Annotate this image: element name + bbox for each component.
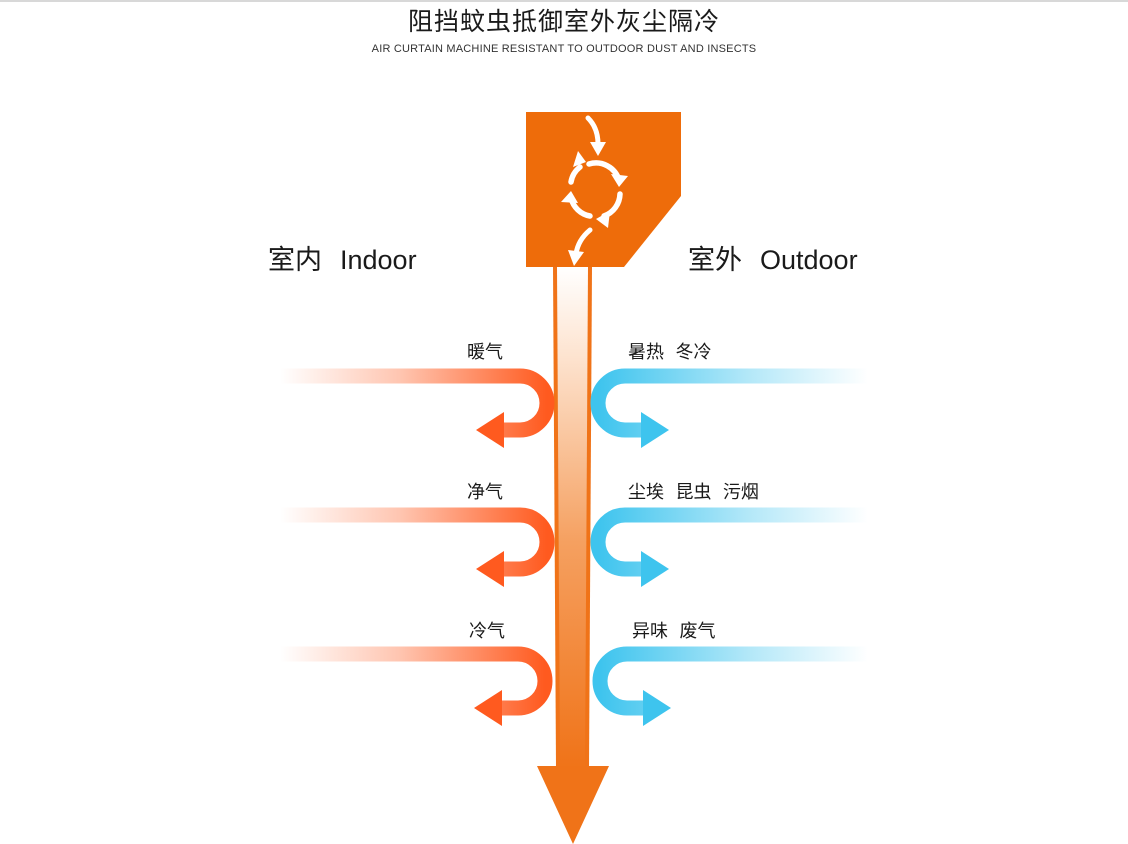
indoor-arrow-1 [280, 368, 555, 448]
air-output-icon [568, 227, 593, 266]
air-curtain-unit [526, 112, 681, 267]
outdoor-label-en: Outdoor [760, 245, 858, 275]
indoor-arrows [280, 368, 555, 726]
indoor-flow-label: 净气 [467, 482, 503, 503]
top-divider [0, 0, 1128, 2]
diagram-subtitle: AIR CURTAIN MACHINE RESISTANT TO OUTDOOR… [371, 43, 757, 55]
outdoor-arrow-3 [592, 646, 868, 726]
indoor-arrow-3 [280, 646, 553, 726]
air-curtain-stream [537, 266, 609, 844]
outdoor-label: 室外 Outdoor [688, 238, 858, 277]
outdoor-arrows [590, 368, 868, 726]
outdoor-arrow-1 [590, 368, 868, 448]
indoor-label-en: Indoor [340, 245, 417, 275]
outdoor-arrow-2 [590, 507, 868, 587]
indoor-arrow-2 [280, 507, 555, 587]
indoor-label: 室内 Indoor [268, 238, 417, 277]
indoor-flow-label: 冷气 [469, 621, 505, 642]
outdoor-flow-label: 尘埃 昆虫 污烟 [628, 482, 759, 503]
indoor-label-cn: 室内 [268, 245, 322, 276]
diagram-title: 阻挡蚊虫抵御室外灰尘隔冷 [407, 7, 720, 36]
air-intake-icon [585, 115, 606, 156]
indoor-flow-label: 暖气 [467, 342, 503, 363]
outdoor-flow-label: 暑热 冬冷 [628, 342, 712, 363]
outdoor-flow-label: 异味 废气 [632, 621, 716, 642]
curtain-arrow-head [537, 766, 609, 844]
outdoor-label-cn: 室外 [688, 245, 742, 276]
